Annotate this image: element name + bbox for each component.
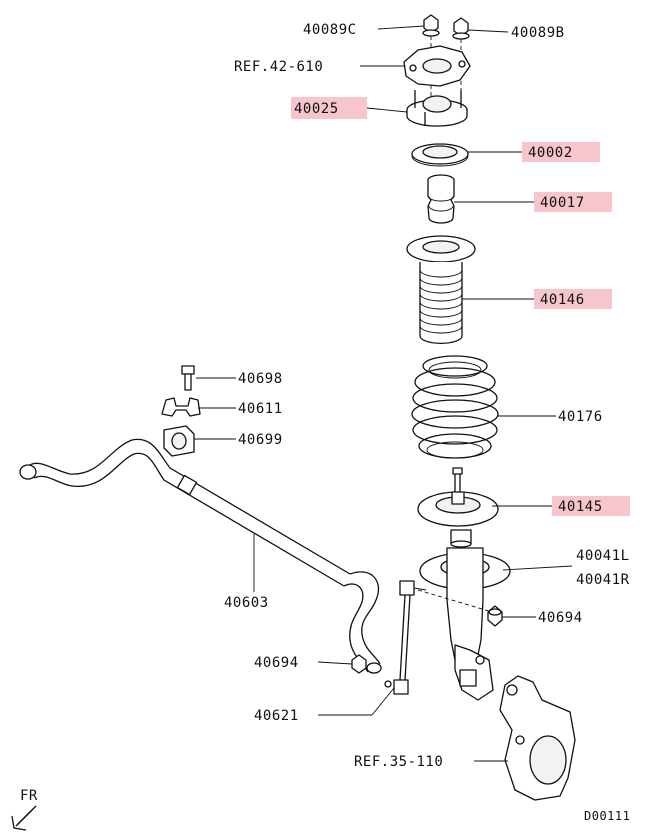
bushing-40699 [163,425,195,457]
stabilizer-bar [19,438,382,674]
steering-knuckle [499,675,576,801]
callout-40694-left: 40694 [254,655,299,671]
nut-40694-right [487,605,503,627]
bolt-40698 [181,365,195,391]
callout-40041r: 40041R [576,572,630,588]
highlight-40146 [534,289,612,309]
leader-lines [194,25,573,762]
nut-40694-left [351,654,367,674]
callout-40146: 40146 [540,292,585,308]
callout-40089c: 40089C [303,22,357,38]
direction-label: FR [20,788,38,804]
callout-40603: 40603 [224,595,269,611]
dust-cover [406,235,476,344]
callout-40694-right: 40694 [538,610,583,626]
callout-40089b: 40089B [511,25,565,41]
highlight-40002 [522,142,600,162]
coil-spring [411,355,499,459]
callout-40176: 40176 [558,409,603,425]
strut-assembly [417,529,511,701]
highlight-40017 [534,192,612,212]
callout-ref-42-610: REF.42-610 [234,59,323,75]
front-direction-indicator: FR [11,788,38,831]
strut-insulator [406,90,468,127]
bracket-40611 [161,397,201,417]
callout-40002: 40002 [528,145,573,161]
callout-40041l: 40041L [576,548,630,564]
callout-40017: 40017 [540,195,585,211]
spring-seat [417,467,499,527]
callout-40025: 40025 [294,101,339,117]
strut-mount-bracket [403,45,471,87]
stabilizer-link [384,580,427,695]
callout-ref-35-110: REF.35-110 [354,754,443,770]
callout-40145: 40145 [558,499,603,515]
bump-stopper [427,174,455,224]
strut-bearing [411,143,469,167]
highlight-40025 [291,97,367,119]
diagram-code: D00111 [584,809,630,823]
callout-40611: 40611 [238,401,283,417]
nut-40089c [422,14,440,37]
callout-40621: 40621 [254,708,299,724]
arrow-down-left-icon [11,805,37,831]
nut-40089b [452,17,470,40]
callout-40699: 40699 [238,432,283,448]
callout-40698: 40698 [238,371,283,387]
highlight-40145 [552,496,630,516]
